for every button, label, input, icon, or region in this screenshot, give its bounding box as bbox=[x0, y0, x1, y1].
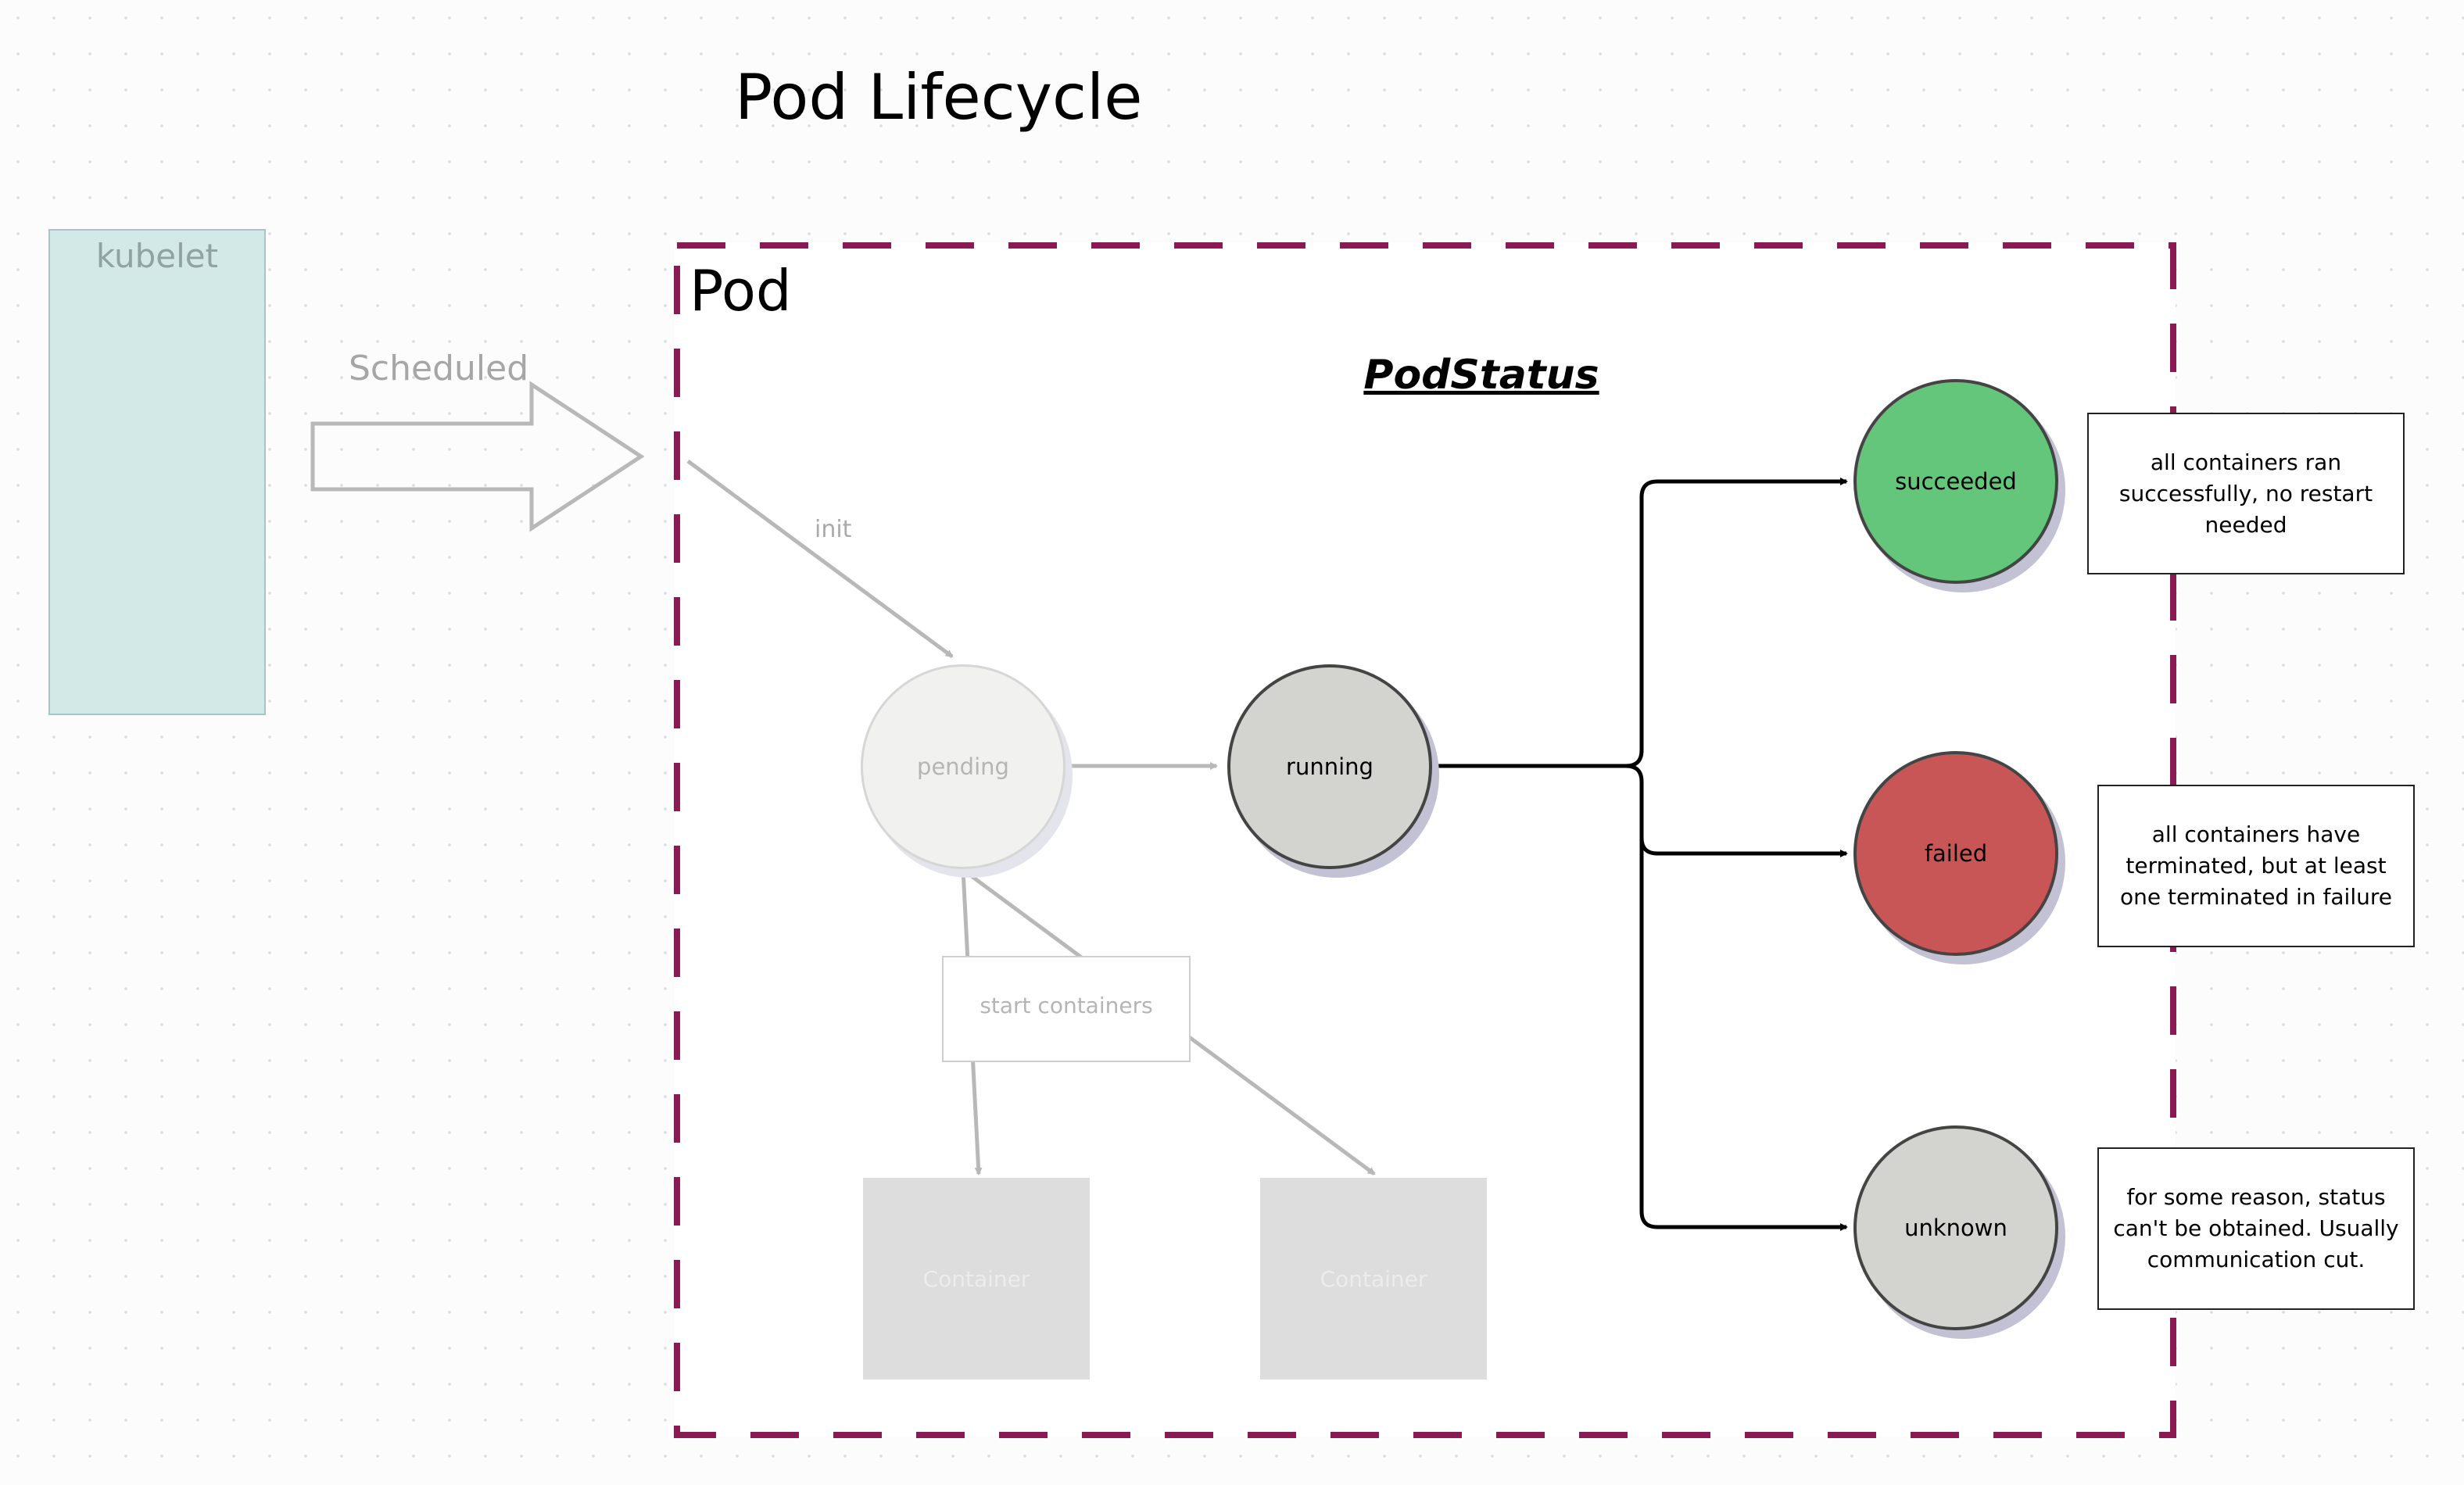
state-succeeded-label: succeeded bbox=[1895, 468, 2017, 495]
diagram-title: Pod Lifecycle bbox=[735, 61, 1143, 134]
init-label: init bbox=[815, 516, 852, 543]
kubelet-label: kubelet bbox=[95, 237, 219, 275]
state-failed: failed bbox=[1853, 751, 2058, 956]
note-failed: all containers have terminated, but at l… bbox=[2097, 785, 2415, 947]
state-running: running bbox=[1227, 664, 1432, 869]
note-failed-text: all containers have terminated, but at l… bbox=[2120, 821, 2392, 910]
running-to-failed-arrow bbox=[1625, 764, 1848, 857]
note-unknown: for some reason, status can't be obtaine… bbox=[2097, 1147, 2415, 1310]
podstatus-heading: PodStatus bbox=[1363, 352, 1599, 399]
note-succeeded: all containers ran successfully, no rest… bbox=[2087, 413, 2405, 574]
state-succeeded: succeeded bbox=[1853, 379, 2058, 584]
state-unknown-label: unknown bbox=[1904, 1215, 2007, 1241]
init-arrow bbox=[686, 459, 954, 659]
start-containers-box bbox=[942, 956, 1191, 1062]
running-to-succeeded-arrow bbox=[1434, 478, 1848, 768]
state-pending-label: pending bbox=[917, 753, 1009, 780]
start-containers-label: start containers bbox=[980, 993, 1153, 1018]
kubelet-box bbox=[48, 229, 266, 715]
state-unknown: unknown bbox=[1853, 1125, 2058, 1330]
state-running-label: running bbox=[1286, 753, 1373, 780]
state-failed-label: failed bbox=[1924, 840, 1988, 867]
note-unknown-text: for some reason, status can't be obtaine… bbox=[2113, 1184, 2399, 1272]
running-to-unknown-arrow bbox=[1639, 838, 1848, 1231]
container-box: Container bbox=[863, 1178, 1090, 1379]
scheduled-arrow bbox=[310, 381, 645, 532]
container-box: Container bbox=[1260, 1178, 1487, 1379]
state-pending: pending bbox=[861, 664, 1065, 869]
pod-label: Pod bbox=[689, 258, 792, 324]
scheduled-label: Scheduled bbox=[349, 349, 529, 388]
note-succeeded-text: all containers ran successfully, no rest… bbox=[2118, 449, 2373, 538]
